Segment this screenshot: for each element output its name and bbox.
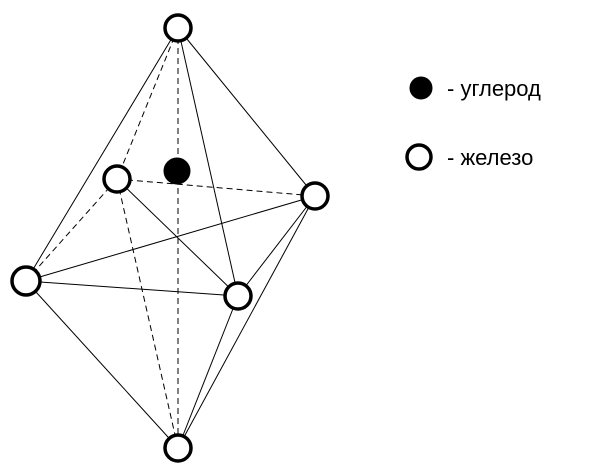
edge-back-right [116,178,316,197]
iron-atom-left [10,265,42,297]
edge-bottom-left [25,280,179,449]
iron-atom-top [163,13,193,43]
edge-front-left [25,280,239,297]
legend-iron-marker [405,143,433,171]
edge-bottom-front [177,295,239,449]
edge-left-back [25,178,118,282]
octahedron-edges [25,27,316,449]
legend: - углерод - железо [405,76,541,171]
edge-diagonal-back-front [116,178,239,297]
edge-right-front [237,195,316,297]
edge-bottom-right [177,195,316,449]
iron-atom-bottom [163,433,193,463]
edge-top-left [25,27,179,282]
iron-atom-back [102,164,132,194]
legend-iron-label: - железо [447,145,533,170]
edge-diagonal-left-right [25,195,316,282]
iron-atom-front [223,281,253,311]
edge-bottom-back [116,178,179,449]
iron-atom-right [300,181,330,211]
iron-atoms [10,13,330,463]
legend-carbon-label: - углерод [447,76,541,101]
edge-top-front [177,27,239,297]
edge-top-back [116,27,179,180]
edge-top-right [177,27,316,197]
legend-carbon-marker [409,76,433,100]
carbon-atom-center [163,157,191,185]
